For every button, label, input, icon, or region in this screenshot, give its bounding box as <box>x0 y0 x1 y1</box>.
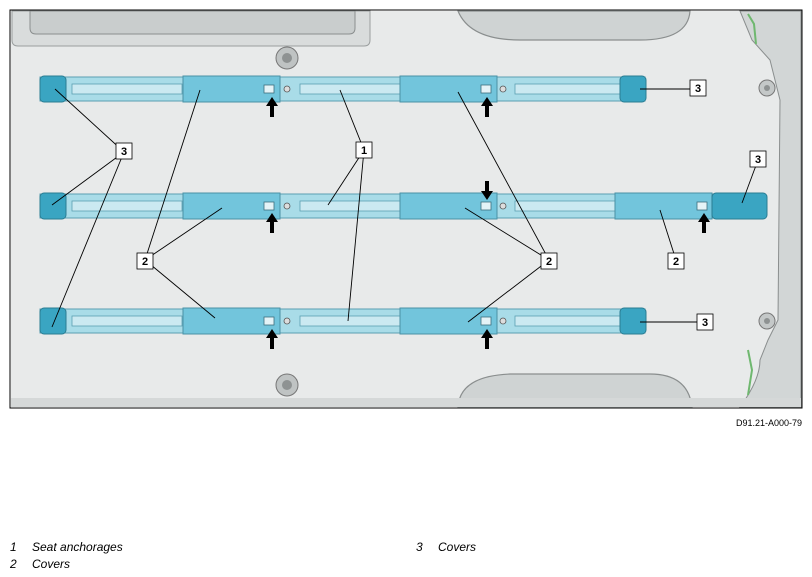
legend-number: 2 <box>10 557 17 571</box>
callout-2-middle: 2 <box>540 252 558 270</box>
arrow-icon <box>266 97 278 117</box>
cover-end <box>39 192 67 220</box>
callout-3-mid-right: 3 <box>749 150 767 168</box>
callout-1: 1 <box>355 141 373 159</box>
rail-slot <box>71 200 183 212</box>
rail-slot <box>71 83 183 95</box>
rail-slot <box>514 200 616 212</box>
arrow-icon <box>481 181 493 200</box>
seat-rail <box>39 307 647 335</box>
svg-text:3: 3 <box>702 317 708 329</box>
cover-end <box>711 192 768 220</box>
anchor-bolt <box>275 46 299 70</box>
arrow-icon <box>481 329 493 349</box>
floor-bottom-edge <box>11 398 801 407</box>
arrow-icon <box>266 213 278 233</box>
rear-edge-seal-top <box>747 13 757 45</box>
rail-clip <box>480 316 492 326</box>
floor-recess-inner <box>29 10 356 35</box>
rail-screw <box>283 202 291 210</box>
legend-item-1: 1 Seat anchorages <box>10 540 123 554</box>
svg-text:3: 3 <box>695 83 701 95</box>
leader-lines <box>51 88 759 328</box>
arrow-icon <box>266 329 278 349</box>
callout-2-left: 2 <box>136 252 154 270</box>
rear-edge-seal-bottom <box>747 349 754 396</box>
rail-slot <box>514 83 621 95</box>
svg-text:1: 1 <box>361 145 367 157</box>
callout-3-left: 3 <box>115 142 133 160</box>
rail-screw <box>283 85 291 93</box>
rail-clip <box>480 201 492 211</box>
cover-end <box>39 75 67 103</box>
legend-label: Covers <box>438 540 477 554</box>
legend-number: 1 <box>10 540 17 554</box>
callout-3-bottom-right: 3 <box>696 313 714 331</box>
legend-number: 3 <box>416 540 423 554</box>
legend-item-2: 2 Covers <box>10 557 70 571</box>
anchor-bolt <box>275 373 299 397</box>
svg-text:3: 3 <box>121 146 127 158</box>
rail-clip <box>696 201 708 211</box>
rail-slot <box>299 200 401 212</box>
rail-screw <box>499 202 507 210</box>
anchor-bolt <box>758 79 776 97</box>
anchor-bolt <box>758 312 776 330</box>
svg-text:2: 2 <box>673 256 679 268</box>
arrow-icon <box>698 213 710 233</box>
callout-2-right: 2 <box>667 252 685 270</box>
legend-label: Seat anchorages <box>32 540 123 554</box>
rail-clip <box>263 316 275 326</box>
rail-slot <box>514 315 621 327</box>
seat-rail <box>39 192 768 220</box>
figure-id: D91.21-A000-79 <box>735 418 802 428</box>
wheel-arch-top <box>457 10 691 41</box>
rail-screw <box>499 85 507 93</box>
svg-text:3: 3 <box>755 154 761 166</box>
cover-mid <box>614 192 713 220</box>
cover-end <box>39 307 67 335</box>
rail-clip <box>480 84 492 94</box>
legend-label: Covers <box>32 557 71 571</box>
svg-text:2: 2 <box>546 256 552 268</box>
arrow-icon <box>481 97 493 117</box>
cover-end <box>619 307 647 335</box>
rail-slot <box>71 315 183 327</box>
rail-clip <box>263 84 275 94</box>
legend-item-3: 3 Covers <box>416 540 476 554</box>
rail-slot <box>299 83 401 95</box>
rail-screw <box>499 317 507 325</box>
rail-slot <box>299 315 401 327</box>
rail-screw <box>283 317 291 325</box>
rail-clip <box>263 201 275 211</box>
svg-text:2: 2 <box>142 256 148 268</box>
callout-3-top-right: 3 <box>689 79 707 97</box>
